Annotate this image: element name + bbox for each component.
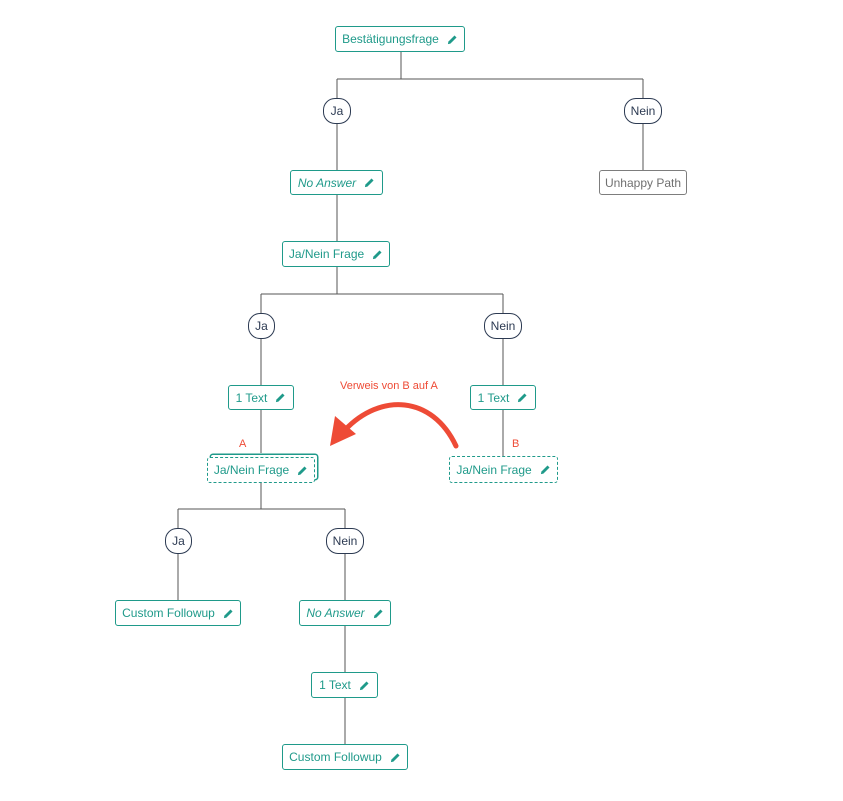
node-ja-nein-frage-a[interactable]: Ja/Nein Frage: [207, 457, 315, 483]
pencil-icon[interactable]: [359, 680, 370, 691]
pencil-icon[interactable]: [275, 392, 286, 403]
node-label: Unhappy Path: [604, 175, 682, 190]
branch-label: Nein: [332, 534, 358, 548]
pencil-icon[interactable]: [390, 752, 401, 763]
label-a: A: [239, 438, 247, 450]
pencil-icon[interactable]: [447, 34, 458, 45]
node-ja-nein-frage-b[interactable]: Ja/Nein Frage: [449, 456, 558, 483]
reference-arrow-head: [330, 416, 356, 446]
pencil-icon[interactable]: [297, 465, 308, 476]
pencil-icon[interactable]: [364, 177, 375, 188]
branch-label: Ja: [330, 104, 344, 118]
label-b: B: [512, 438, 520, 450]
node-1-text[interactable]: 1 Text: [470, 385, 536, 410]
node-custom-followup[interactable]: Custom Followup: [282, 744, 408, 770]
node-label: No Answer: [306, 606, 365, 620]
node-1-text[interactable]: 1 Text: [311, 672, 378, 698]
branch-nein[interactable]: Nein: [624, 98, 662, 124]
branch-nein[interactable]: Nein: [484, 313, 522, 339]
node-label: 1 Text: [235, 390, 268, 405]
node-label: Custom Followup: [289, 750, 382, 764]
node-label: Ja/Nein Frage: [456, 462, 532, 477]
pencil-icon[interactable]: [540, 464, 551, 475]
branch-label: Nein: [630, 104, 656, 118]
reference-annotation: Verweis von B auf A: [340, 380, 438, 392]
node-label: No Answer: [297, 175, 357, 190]
node-no-answer[interactable]: No Answer: [299, 600, 391, 626]
branch-nein[interactable]: Nein: [326, 528, 364, 554]
pencil-icon[interactable]: [372, 249, 383, 260]
branch-label: Ja: [255, 319, 268, 333]
node-ja-nein-frage[interactable]: Ja/Nein Frage: [282, 241, 390, 267]
node-unhappy-path[interactable]: Unhappy Path: [599, 170, 687, 195]
node-label: Bestätigungsfrage: [342, 32, 439, 46]
node-bestaetigungsfrage[interactable]: Bestätigungsfrage: [335, 26, 465, 52]
node-no-answer[interactable]: No Answer: [290, 170, 383, 195]
node-label: Ja/Nein Frage: [288, 247, 365, 261]
branch-ja[interactable]: Ja: [165, 528, 192, 554]
node-label: 1 Text: [319, 678, 351, 692]
reference-arrow: [342, 402, 459, 449]
node-custom-followup[interactable]: Custom Followup: [115, 600, 241, 626]
node-1-text[interactable]: 1 Text: [228, 385, 294, 410]
branch-ja[interactable]: Ja: [323, 98, 351, 124]
node-label: 1 Text: [477, 390, 510, 405]
pencil-icon[interactable]: [373, 608, 384, 619]
pencil-icon[interactable]: [517, 392, 528, 403]
branch-label: Ja: [172, 534, 185, 548]
node-label: Custom Followup: [122, 606, 215, 620]
branch-label: Nein: [490, 319, 516, 333]
pencil-icon[interactable]: [223, 608, 234, 619]
branch-ja[interactable]: Ja: [248, 313, 275, 339]
node-label: Ja/Nein Frage: [213, 463, 290, 477]
